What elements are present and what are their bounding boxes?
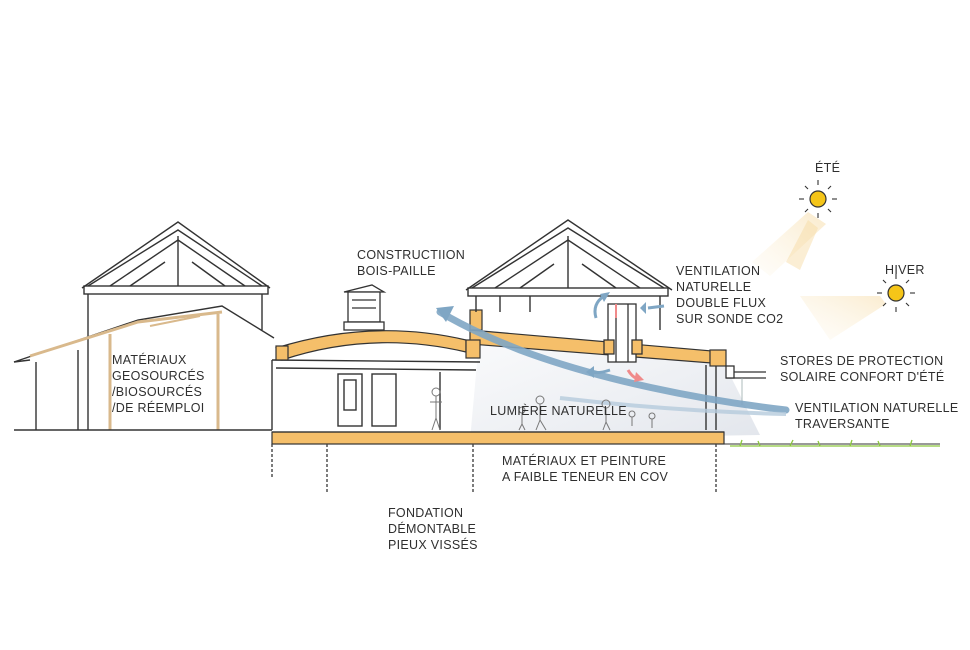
label-line: SUR SONDE CO2 <box>676 312 784 326</box>
label-line: /DE RÉEMPLOI <box>112 401 205 415</box>
roof-cupola <box>343 284 387 331</box>
label-line: BOIS-PAILLE <box>357 264 436 278</box>
label-fondation: FONDATION DÉMONTABLE PIEUX VISSÉS <box>388 505 478 553</box>
label-construction: CONSTRUCTIION BOIS-PAILLE <box>357 247 465 279</box>
occupant-figures <box>430 387 656 431</box>
label-materiaux: MATÉRIAUX GEOSOURCÉS /BIOSOURCÉS /DE RÉE… <box>112 352 205 416</box>
label-line: STORES DE PROTECTION <box>780 354 944 368</box>
left-annex <box>13 305 275 431</box>
label-hiver: HIVER <box>885 263 925 277</box>
label-line: DOUBLE FLUX <box>676 296 767 310</box>
label-line: GEOSOURCÉS <box>112 369 205 383</box>
winter-sun <box>800 274 915 340</box>
label-ventilation-double-flux: VENTILATION NATURELLE DOUBLE FLUX SUR SO… <box>676 263 783 327</box>
label-lumiere: LUMIÈRE NATURELLE <box>490 404 627 418</box>
floor-slab <box>271 431 725 445</box>
label-line: VENTILATION <box>676 264 761 278</box>
label-peinture: MATÉRIAUX ET PEINTURE A FAIBLE TENEUR EN… <box>502 453 668 485</box>
right-gable-building <box>465 219 673 330</box>
label-line: MATÉRIAUX <box>112 353 187 367</box>
double-flux-arrows <box>586 292 665 382</box>
label-ete: ÉTÉ <box>815 161 841 175</box>
label-line: MATÉRIAUX ET PEINTURE <box>502 454 667 468</box>
label-line: VENTILATION NATURELLE <box>795 401 959 415</box>
label-line: PIEUX VISSÉS <box>388 538 478 552</box>
solar-shading-store <box>725 365 766 405</box>
label-stores: STORES DE PROTECTION SOLAIRE CONFORT D'É… <box>780 353 945 385</box>
label-line: FONDATION <box>388 506 464 520</box>
label-line: A FAIBLE TENEUR EN COV <box>502 470 669 484</box>
label-line: TRAVERSANTE <box>795 417 890 431</box>
label-line: CONSTRUCTIION <box>357 248 466 262</box>
ventilation-unit <box>603 303 643 363</box>
label-line: DÉMONTABLE <box>388 522 477 536</box>
label-line: NATURELLE <box>676 280 752 294</box>
label-line: SOLAIRE CONFORT D'ÉTÉ <box>780 370 945 384</box>
screw-piles <box>271 444 717 492</box>
label-line: /BIOSOURCÉS <box>112 385 203 399</box>
left-gable-building <box>81 221 271 430</box>
summer-sun <box>752 180 837 276</box>
label-ventilation-traversante: VENTILATION NATURELLE TRAVERSANTE <box>795 400 959 432</box>
cross-ventilation-airflow <box>436 306 790 416</box>
grass <box>730 439 940 447</box>
